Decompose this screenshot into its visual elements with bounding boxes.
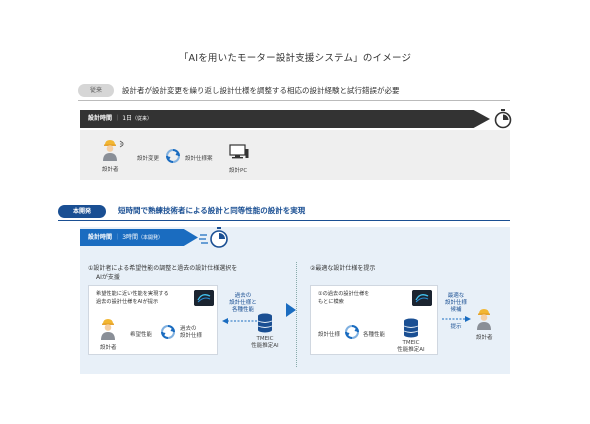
step1-title-line2: AIが支援: [96, 274, 120, 281]
new-dev-tag: 本開発: [58, 205, 106, 218]
optimal-spec-label: 最適な 設計仕様 候補: [440, 293, 472, 314]
step2-ai-line1: TMEIC: [402, 340, 420, 346]
desired-performance-label: 希望性能: [130, 332, 153, 338]
conventional-description: 設計者が設計変更を繰り返し設計仕様を調整する相応の設計経験と試行錯誤が必要: [122, 86, 400, 95]
step2-ai-label: TMEIC 性能推定AI: [394, 340, 428, 354]
conventional-designer-label: 設計者: [102, 167, 119, 173]
conventional-divider: [78, 100, 510, 101]
conventional-time-label: 設計時間 ｜ 1日（従来）: [88, 110, 152, 128]
new-dev-description: 短時間で熟練技術者による設計と同等性能の設計を実現: [118, 206, 306, 215]
optimal-spec-line1: 最適な: [447, 293, 465, 299]
cycle-icon: [345, 325, 359, 339]
database-icon: [403, 318, 419, 338]
step2-ai-line2: 性能推定AI: [397, 347, 425, 353]
ai-chip-icon: [194, 290, 214, 306]
past-spec-line1: 過去の: [180, 326, 197, 332]
new-dev-time-value: 3時間: [122, 234, 139, 241]
step-divider: [296, 262, 297, 367]
step1-arrow-line3: 各種性能: [231, 307, 254, 313]
past-spec-label: 過去の 設計仕様: [180, 326, 202, 340]
new-dev-time-bar: [80, 229, 198, 246]
computer-icon: [229, 144, 249, 159]
step2-title: ②最適な設計仕様を提示: [310, 265, 376, 272]
step1-card-text: 希望性能に近い性能を実現する 過去の設計仕様をAIが提示: [96, 291, 169, 306]
arrow-right-icon: [442, 316, 471, 322]
step1-arrow-line2: 設計仕様と: [229, 300, 257, 306]
arrow-left-icon: [222, 318, 257, 324]
step2-card-line1: ①の過去の設計仕様を: [318, 291, 370, 297]
stopwatch-icon: [199, 227, 228, 248]
separator: ｜: [114, 234, 121, 241]
cycle-icon: [166, 149, 180, 163]
optimal-spec-line3: 候補: [450, 307, 462, 313]
step2-designer-label: 設計者: [476, 335, 493, 341]
step1-arrow-label: 過去の 設計仕様と 各種性能: [226, 293, 260, 314]
step1-ai-line1: TMEIC: [256, 336, 274, 342]
new-dev-time-label: 設計時間 ｜ 3時間（本開発）: [88, 229, 163, 246]
optimal-spec-line2: 設計仕様: [444, 300, 467, 306]
design-change-label: 設計変更: [137, 156, 160, 162]
conventional-time-bar: [80, 110, 490, 128]
conventional-time-note: （従来）: [132, 116, 153, 122]
new-dev-divider: [58, 220, 510, 221]
new-dev-time-title: 設計時間: [88, 234, 113, 241]
separator: ｜: [114, 115, 121, 122]
design-pc-label: 設計PC: [229, 168, 248, 174]
next-step-arrow-icon: [286, 303, 296, 317]
step1-ai-label: TMEIC 性能推定AI: [248, 336, 282, 350]
thinking-marks-icon: [119, 140, 124, 148]
conventional-process-panel: [80, 130, 510, 180]
step1-title-line1: ①設計者による希望性能の調整と過去の設計仕様選択を: [88, 265, 238, 272]
design-spec-label: 設計仕様案: [185, 156, 213, 162]
person-icon: [101, 319, 115, 340]
ai-chip-icon: [412, 290, 432, 306]
step2-card-line2: もとに模索: [318, 298, 344, 305]
step1-ai-line2: 性能推定AI: [251, 343, 279, 349]
step1-arrow-line1: 過去の: [234, 293, 252, 299]
step1-card-line2: 過去の設計仕様をAIが提示: [96, 298, 159, 305]
person-icon: [103, 140, 117, 161]
present-label: 提示: [450, 324, 462, 330]
cycle-icon: [161, 325, 175, 339]
step1-title: ①設計者による希望性能の調整と過去の設計仕様選択を AIが支援: [88, 264, 237, 282]
step1-designer-label: 設計者: [100, 345, 117, 351]
person-icon: [477, 309, 491, 330]
conventional-time-title: 設計時間: [88, 115, 113, 122]
step2-card-text: ①の過去の設計仕様を もとに模索: [318, 291, 369, 306]
step2-spec-label: 設計仕様: [318, 332, 341, 338]
database-icon: [257, 313, 273, 333]
new-dev-time-note: （本開発）: [138, 235, 164, 241]
page-title: 「AIを用いたモーター設計支援システム」のイメージ: [178, 53, 412, 64]
conventional-tag: 従来: [78, 84, 114, 97]
conventional-time-value: 1日: [122, 115, 133, 122]
step1-card-line1: 希望性能に近い性能を実現する: [96, 291, 169, 297]
step2-perf-label: 各種性能: [363, 332, 386, 338]
stopwatch-icon: [494, 109, 512, 129]
past-spec-line2: 設計仕様: [180, 333, 203, 339]
